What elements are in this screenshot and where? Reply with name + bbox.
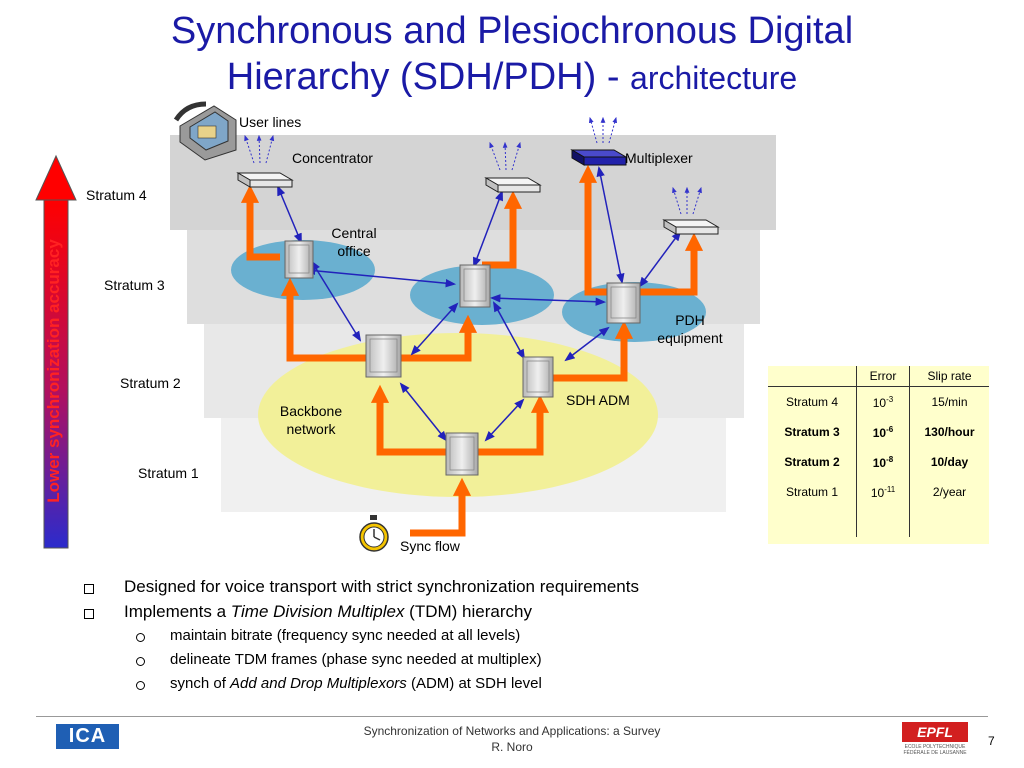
bullet-text: Implements a Time Division Multiplex (TD… (124, 602, 532, 621)
pdh-equipment-label-line-1: PDH (675, 312, 705, 328)
table-row: Stratum 1 10-11 2/year (768, 477, 989, 507)
epfl-logo-mark: EPFL (902, 722, 968, 742)
sub-bullet-text: delineate TDM frames (phase sync needed … (170, 651, 542, 668)
table-row: Stratum 4 10-3 15/min (768, 386, 989, 417)
bullet-text: Designed for voice transport with strict… (124, 577, 639, 596)
sdh-adm-rack (522, 356, 554, 398)
phone-terminal-icon (173, 101, 237, 161)
user-lines-label: User lines (239, 114, 302, 130)
footer-title: Synchronization of Networks and Applicat… (363, 724, 661, 738)
sync-flow-adm-to-pdh (553, 320, 634, 382)
title-line-2: Hierarchy (SDH/PDH) - architecture (0, 54, 1024, 101)
circle-bullet-icon (136, 657, 145, 666)
stratum-4-device-right (662, 219, 720, 235)
stratum-1-rack (445, 432, 479, 476)
epfl-logo: EPFL ECOLE POLYTECHNIQUE FÉDÉRALE DE LAU… (902, 722, 968, 758)
table-cell-slip-rate: 15/min (931, 395, 968, 409)
backbone-network-label-line-1: Backbone (279, 403, 343, 419)
user-line-arrows (244, 116, 702, 215)
central-office-label-line-1: Central (331, 225, 377, 241)
footer-divider (36, 716, 988, 717)
table-cell-stratum: Stratum 3 (768, 417, 857, 447)
sync-flow-s1-to-adm (478, 394, 550, 456)
stratum-2-rack (365, 334, 402, 378)
backbone-network-label-line-2: network (286, 421, 336, 437)
multiplexer-label: Multiplexer (625, 150, 693, 166)
pdh-equipment-label: PDH equipment (648, 311, 732, 347)
table-cell-slip-rate: 10/day (930, 455, 969, 469)
stratum-3-rack-left (284, 240, 314, 279)
table-row: Stratum 2 10-8 10/day (768, 447, 989, 477)
pdh-equipment-label-line-2: equipment (657, 330, 723, 346)
sync-flow-s2-to-s3-left (280, 277, 366, 362)
stratum-4-label: Stratum 4 (86, 187, 147, 203)
pdh-rack (606, 282, 641, 324)
multiplexer-device (570, 149, 628, 166)
table-cell-stratum: Stratum 4 (768, 386, 857, 417)
page-number: 7 (988, 734, 995, 748)
network-links (277, 165, 682, 442)
sub-bullet-text: maintain bitrate (frequency sync needed … (170, 627, 521, 644)
accuracy-arrow-label: Lower synchronization accuracy (44, 239, 63, 503)
sync-flow-pdh-to-multiplexer (578, 164, 607, 296)
sync-flow-s1-to-s2-left (370, 384, 448, 456)
sync-flow-label: Sync flow (400, 538, 460, 554)
ica-logo: ICA (56, 724, 119, 749)
slide-title: Synchronous and Plesiochronous Digital H… (0, 8, 1024, 101)
table-cell-error: 10-3 (856, 386, 910, 417)
square-bullet-icon (84, 584, 94, 594)
title-line-2-main: Hierarchy (SDH/PDH) - (226, 56, 631, 98)
table-header-stratum (768, 366, 857, 387)
stratum-3-rack-middle (459, 264, 491, 308)
circle-bullet-icon (136, 681, 145, 690)
table-header-error: Error (856, 366, 910, 387)
concentrator-label: Concentrator (292, 150, 373, 166)
sync-flow-s2-to-s3-middle (394, 314, 478, 362)
title-line-1: Synchronous and Plesiochronous Digital (170, 10, 854, 52)
table-cell-slip-rate: 2/year (932, 485, 967, 499)
sdh-adm-label: SDH ADM (566, 392, 630, 408)
table-row: Stratum 3 10-6 130/hour (768, 417, 989, 447)
sub-bullet-text: synch of Add and Drop Multiplexors (ADM)… (170, 675, 542, 692)
sync-flow-pdh-to-stratum-4-right (640, 232, 704, 296)
backbone-network-label: Backbone network (270, 402, 352, 438)
table-cell-stratum: Stratum 2 (768, 447, 857, 477)
table-header-row: Error Slip rate (768, 366, 989, 387)
title-line-2-small: architecture (630, 60, 798, 96)
table-cell-error: 10-11 (856, 477, 910, 507)
backbone-zone (258, 333, 658, 497)
concentrator-device (236, 172, 294, 188)
table-cell-error: 10-6 (856, 417, 910, 447)
stopwatch-icon (359, 515, 389, 552)
table-cell-stratum: Stratum 1 (768, 477, 857, 507)
sync-flow-into-stratum-1 (410, 477, 472, 537)
stratum-3-label: Stratum 3 (104, 277, 165, 293)
table-cell-slip-rate: 130/hour (924, 425, 975, 439)
architecture-diagram (35, 101, 776, 552)
stratum-2-label: Stratum 2 (120, 375, 181, 391)
central-office-label-line-2: office (337, 243, 371, 259)
sync-flow-s3-to-concentrator (240, 184, 280, 261)
footer-author: R. Noro (491, 740, 533, 754)
circle-bullet-icon (136, 633, 145, 642)
footer-text: Synchronization of Networks and Applicat… (300, 723, 724, 755)
stratum-1-label: Stratum 1 (138, 465, 199, 481)
epfl-logo-subtitle: ECOLE POLYTECHNIQUE FÉDÉRALE DE LAUSANNE (903, 744, 967, 756)
table-cell-error: 10-8 (856, 447, 910, 477)
square-bullet-icon (84, 609, 94, 619)
central-office-label: Central office (316, 224, 392, 260)
accuracy-arrow (35, 154, 77, 549)
stratum-accuracy-table: Error Slip rate Stratum 4 10-3 15/min St… (768, 366, 989, 544)
stratum-4-device-middle (484, 177, 542, 193)
table-header-slip-rate: Slip rate (909, 366, 989, 387)
